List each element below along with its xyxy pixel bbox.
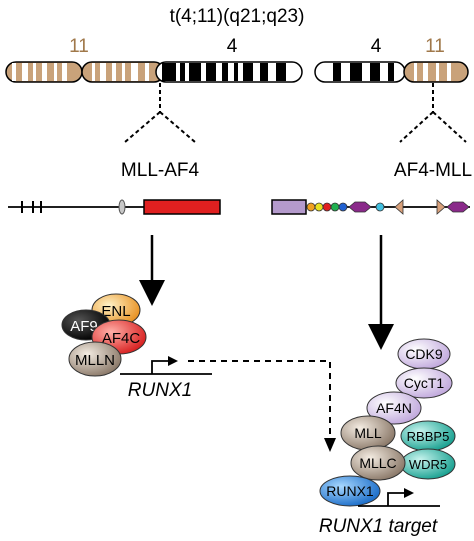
left-chr11-label: 11 (69, 36, 89, 57)
left-chr4-label: 4 (227, 36, 238, 57)
right-arrow (368, 235, 394, 350)
af4-domain-box (143, 199, 221, 215)
cyct1-protein (395, 367, 453, 399)
right-chr11-label: 11 (425, 36, 445, 57)
mllc-protein (350, 445, 406, 481)
svg-text:RUNX1: RUNX1 (326, 483, 374, 499)
af4-mll-label: AF4-MLL (394, 160, 472, 181)
left-arrow (139, 235, 165, 306)
translocation-title: t(4;11)(q21;q23) (170, 6, 305, 27)
svg-text:WDR5: WDR5 (409, 457, 447, 472)
svg-text:CDK9: CDK9 (405, 346, 443, 362)
mll-af4-gene-structure (8, 199, 221, 215)
svg-text:AF9: AF9 (70, 318, 98, 335)
svg-text:MLL: MLL (354, 425, 381, 441)
svg-text:CycT1: CycT1 (404, 375, 445, 391)
runx1-gene: RUNX1 (120, 356, 212, 401)
mll-af4-label: MLL-AF4 (121, 160, 200, 181)
svg-text:MLLN: MLLN (75, 352, 115, 369)
svg-text:ENL: ENL (101, 303, 130, 320)
right-complex: CDK9 CycT1 AF4N RBBP5 WDR5 MLL MLLC RUNX… (319, 338, 456, 507)
af4-mll-gene-structure (271, 199, 470, 215)
svg-text:MLLC: MLLC (359, 455, 396, 471)
mlln-protein (68, 341, 122, 377)
left-breakpoint-zoom (124, 83, 196, 143)
svg-text:RBBP5: RBBP5 (407, 429, 450, 444)
svg-text:AF4C: AF4C (102, 330, 141, 347)
runx1-target-label: RUNX1 target (319, 516, 438, 537)
svg-text:AF4N: AF4N (376, 400, 412, 416)
right-breakpoint-zoom (399, 83, 467, 143)
runx1-protein (319, 475, 381, 507)
right-chr4-label: 4 (371, 36, 382, 57)
dashed-target-arrow (188, 360, 331, 440)
af4n-protein (366, 391, 422, 425)
runx1-target-gene: RUNX1 target (319, 488, 440, 537)
left-derivative-chromosome (5, 61, 303, 83)
right-derivative-chromosome (314, 61, 469, 83)
runx1-gene-label: RUNX1 (128, 380, 192, 401)
left-complex: ENL AF9 AF4C MLLN (61, 293, 147, 377)
mll-domain-box (271, 199, 307, 215)
